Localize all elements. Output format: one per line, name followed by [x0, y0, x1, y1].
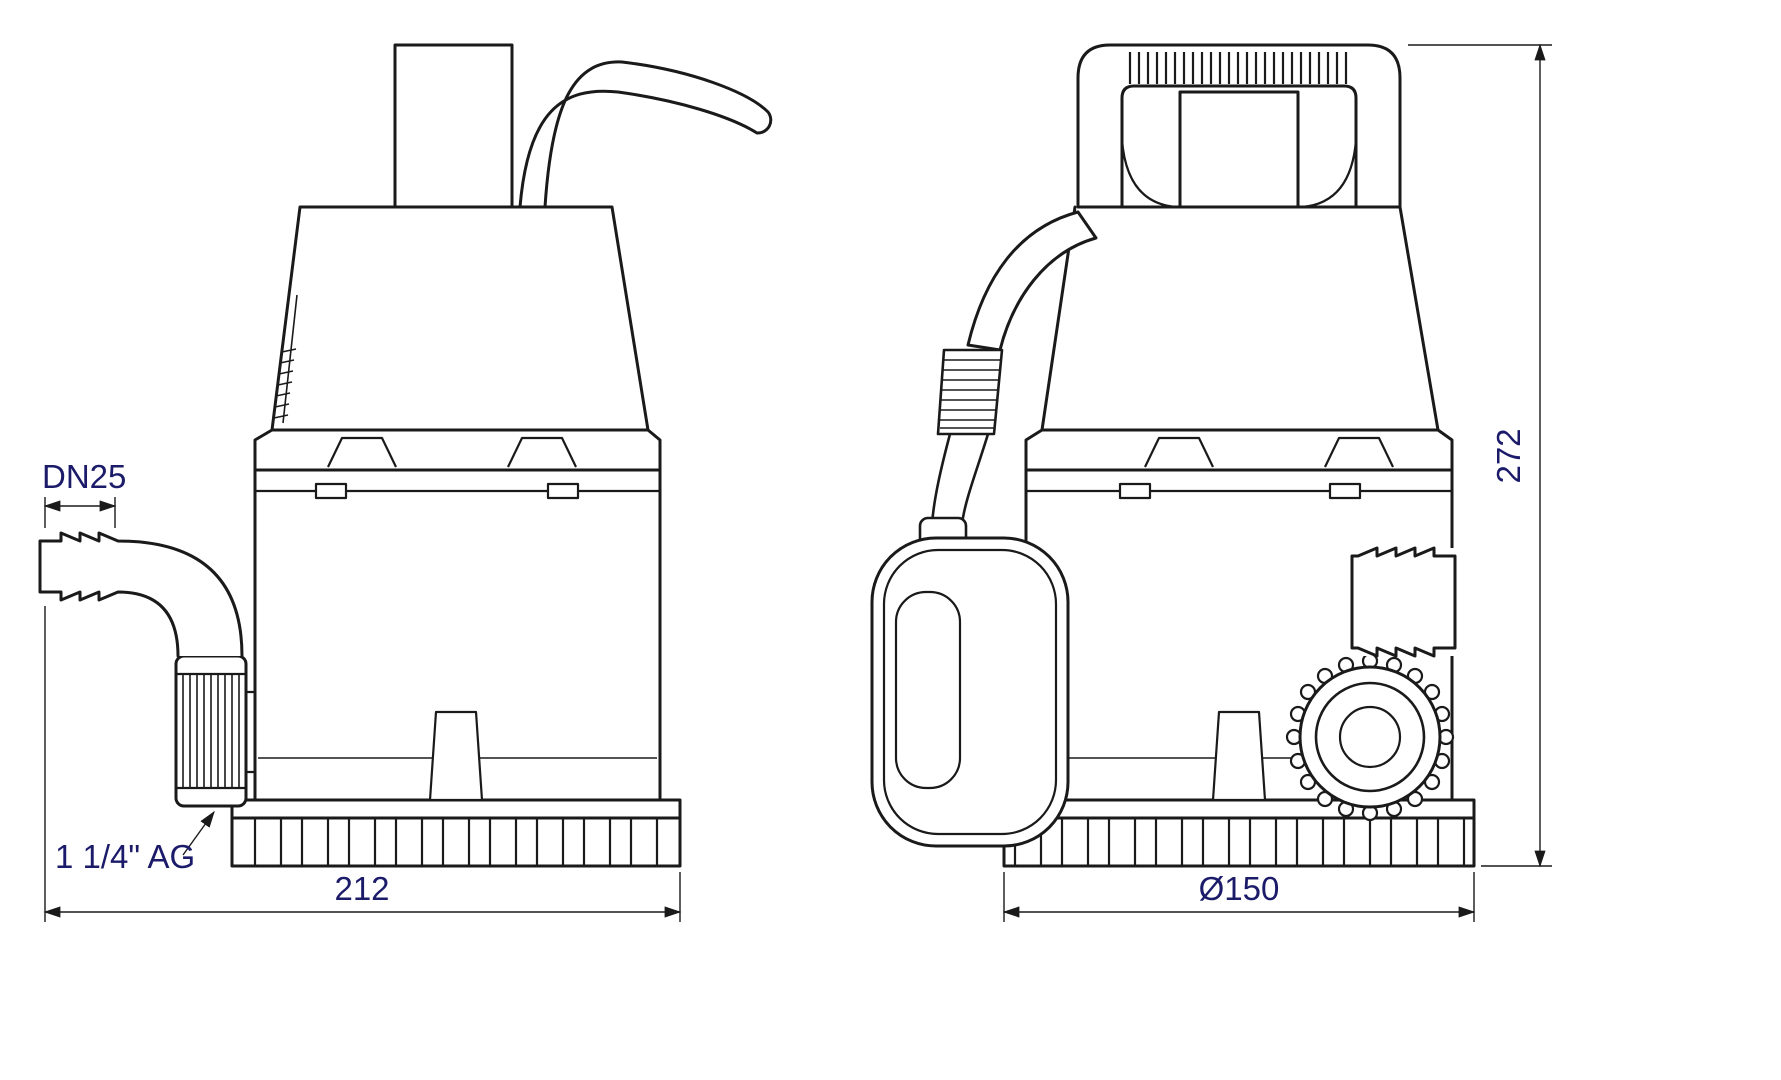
height-label: 272 [1490, 428, 1527, 483]
grip-ridges [1128, 52, 1348, 84]
thread-label: 1 1/4" AG [55, 838, 195, 875]
coupling-nut [174, 654, 255, 808]
carry-handle [1076, 43, 1402, 209]
neck-through-handle [1178, 90, 1300, 209]
dimension-height: 272 [1408, 43, 1552, 868]
dimension-dn25: DN25 [42, 458, 126, 528]
grip-rib-detail [273, 294, 298, 424]
pump-body [253, 468, 662, 802]
power-cable [518, 60, 773, 209]
front-view [870, 43, 1476, 868]
hose-barb-elbow [38, 531, 244, 658]
float-switch [870, 536, 1070, 848]
bottom-strainer [230, 798, 682, 868]
handle-gussets [1120, 139, 1358, 209]
bottom-strainer-front [1002, 798, 1476, 868]
dimension-diameter: Ø150 [1002, 870, 1476, 922]
hose-barb-front [1350, 546, 1457, 658]
diameter-label: Ø150 [1199, 870, 1280, 907]
cable-strain-relief [936, 348, 1004, 436]
thread-callout: 1 1/4" AG [55, 810, 215, 875]
side-view [38, 43, 773, 868]
coupling-ring [1285, 652, 1455, 822]
dimensions: DN25 212 1 1/4" AG Ø150 272 [42, 43, 1552, 922]
width-label: 212 [334, 870, 389, 907]
clamp-band-front [1024, 428, 1454, 472]
dimension-width: 212 [43, 606, 682, 922]
clamp-band [253, 428, 662, 472]
motor-housing-front [1040, 205, 1440, 432]
center-foot [428, 710, 484, 802]
discharge-neck [393, 43, 514, 209]
center-foot-front [1211, 710, 1267, 802]
motor-housing [270, 205, 650, 432]
float-cable [918, 210, 1098, 550]
dn25-label: DN25 [42, 458, 126, 495]
